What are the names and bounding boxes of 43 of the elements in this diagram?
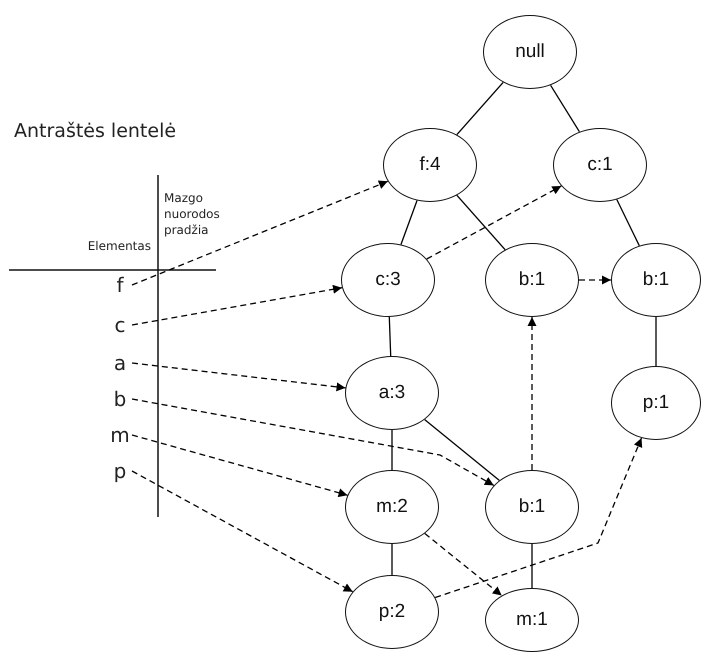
arrow — [132, 398, 494, 486]
tree-node: b:1 — [611, 243, 701, 317]
tree-link — [531, 544, 533, 588]
tree-link — [655, 317, 657, 366]
tree-node: c:1 — [553, 128, 647, 202]
column-header: Mazgo nuorodos pradžia — [164, 190, 221, 239]
item-label: a — [108, 350, 132, 376]
tree-link — [456, 194, 506, 250]
arrow — [132, 362, 346, 392]
tree-link — [391, 430, 393, 470]
arrow — [424, 533, 502, 596]
arrow — [132, 180, 388, 286]
arrow — [132, 284, 342, 326]
tree-node: p:2 — [345, 575, 439, 649]
tree-link — [550, 84, 580, 132]
tree-link — [424, 419, 500, 481]
tree-node: b:1 — [485, 243, 579, 317]
arrow — [426, 185, 562, 260]
tree-link — [616, 199, 640, 246]
tree-node: m:1 — [485, 588, 579, 652]
tree-link — [391, 544, 393, 575]
item-label: f — [108, 272, 132, 298]
tree-node: a:3 — [345, 356, 439, 430]
arrow — [528, 317, 536, 470]
tree-node: b:1 — [485, 470, 579, 544]
column-header: Elementas — [86, 238, 151, 254]
arrow — [579, 276, 611, 284]
arrow — [132, 434, 348, 498]
tree-link — [400, 200, 418, 245]
tree-node: c:3 — [341, 243, 435, 317]
tree-node: null — [483, 15, 577, 89]
item-label: c — [108, 312, 132, 338]
tree-node: f:4 — [383, 128, 477, 202]
item-label: p — [108, 458, 132, 484]
tree-link — [456, 82, 504, 136]
tree-node: m:2 — [345, 470, 439, 544]
item-label: b — [108, 386, 132, 412]
tree-node: p:1 — [611, 366, 701, 440]
arrow — [132, 470, 354, 592]
item-label: m — [108, 422, 132, 448]
table-title: Antraštės lentelė — [14, 120, 176, 142]
tree-link — [388, 316, 392, 356]
arrow — [435, 438, 642, 598]
